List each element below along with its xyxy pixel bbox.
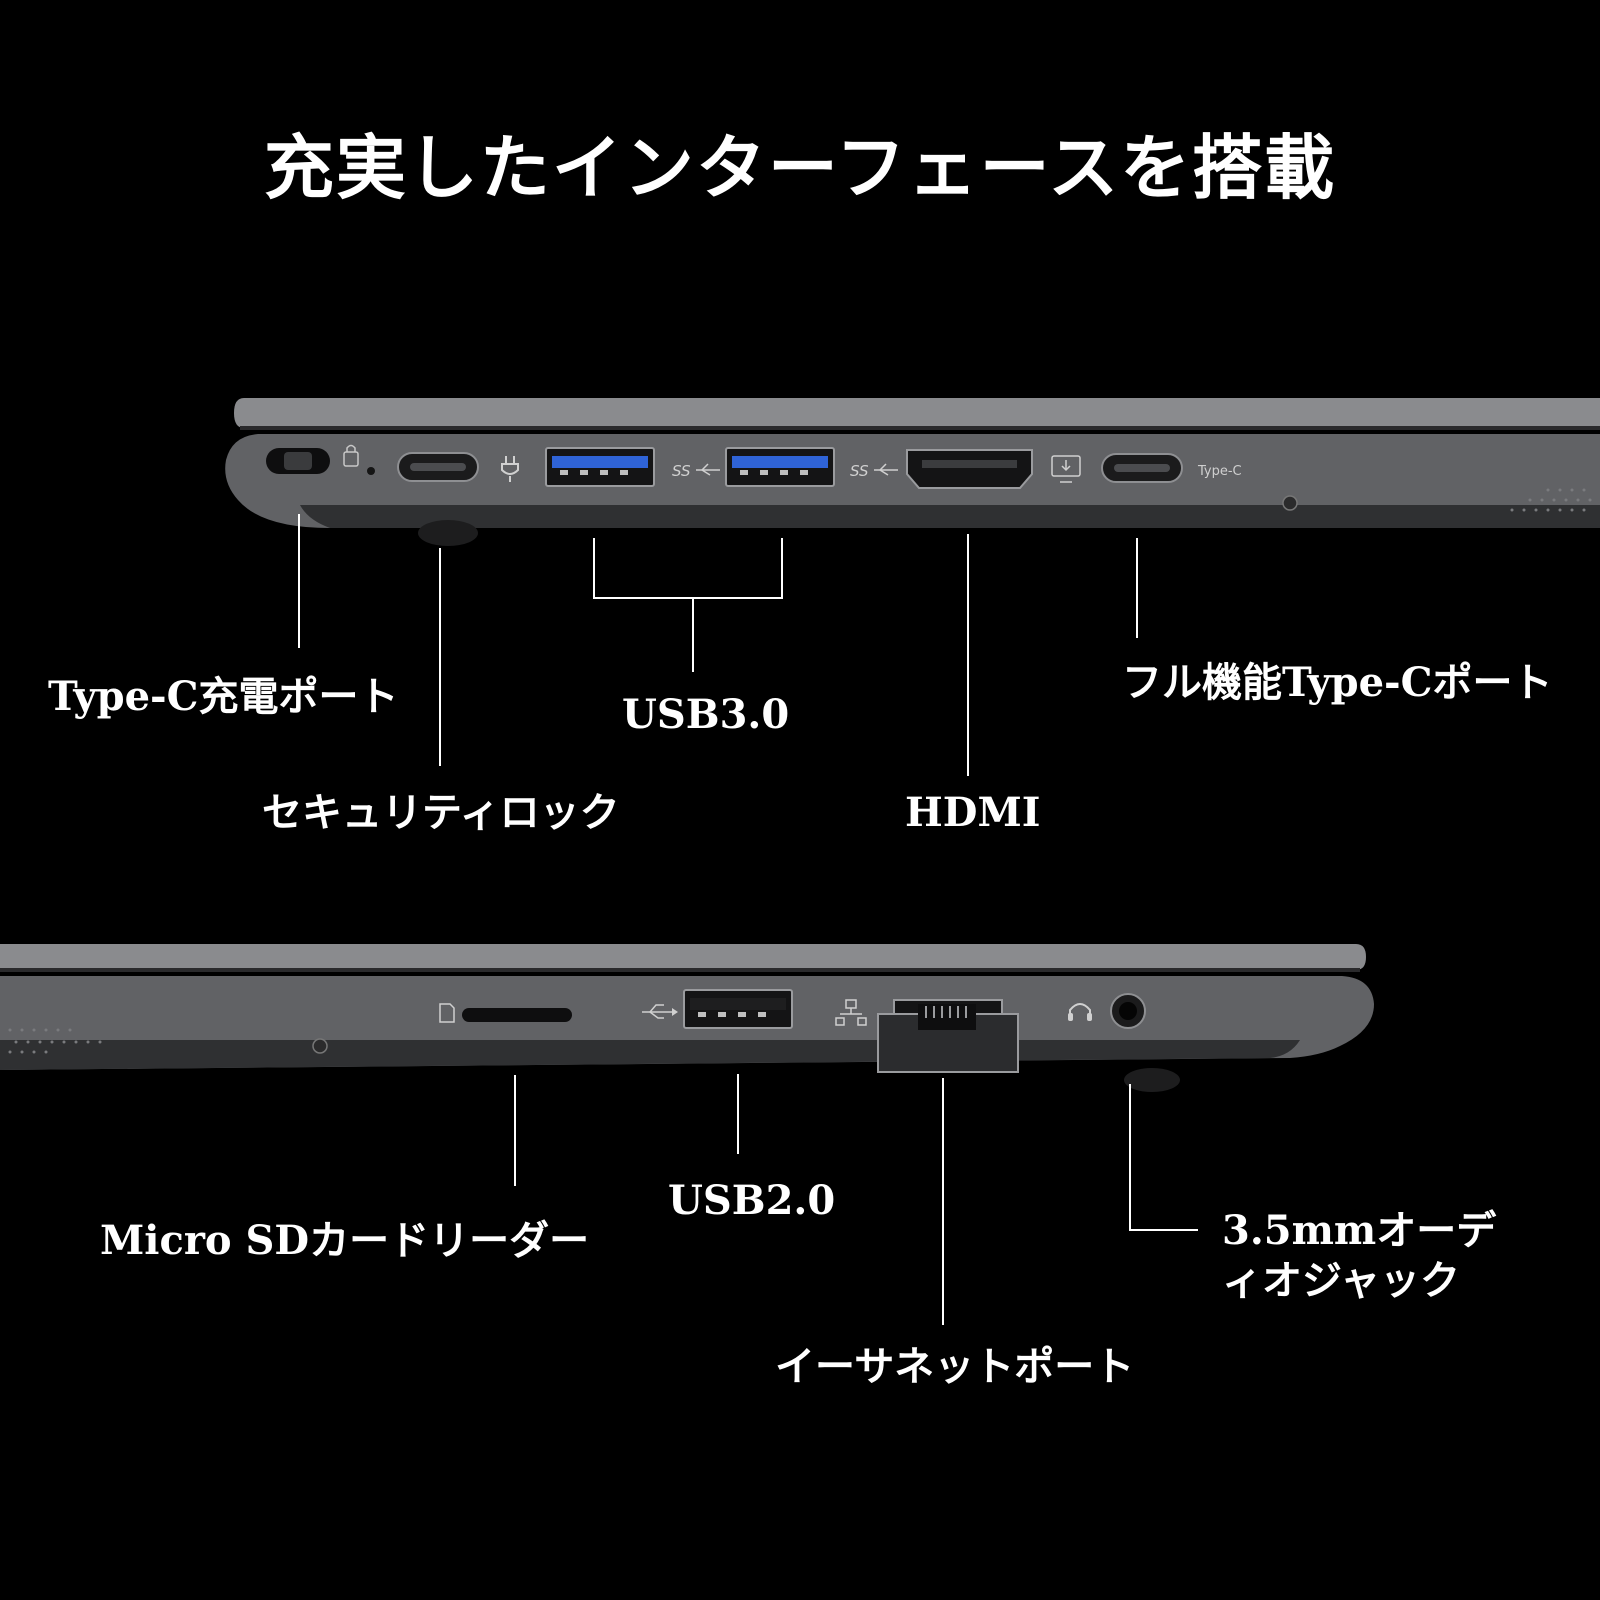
speaker-grille (1510, 488, 1592, 512)
top-leader-lines (298, 514, 1138, 776)
plug-icon (501, 456, 519, 482)
headphones-icon (1068, 1003, 1092, 1021)
lock-icon (343, 444, 359, 467)
label-audio-line-1: 3.5mmオーデ (1222, 1207, 1497, 1254)
usb30-port-2 (725, 447, 835, 487)
audio-jack (1110, 993, 1146, 1029)
type-c-charging-port (397, 452, 479, 482)
rubber-foot (418, 520, 478, 546)
hdmi-port (906, 449, 1033, 489)
type-c-engraving: Type-C (1197, 464, 1242, 479)
micro-sd-slot (462, 1008, 572, 1022)
display-icon (1051, 455, 1081, 483)
label-audio-jack: 3.5mmオーデ ィオジャック (1222, 1206, 1496, 1306)
label-security-lock: セキュリティロック (262, 790, 620, 836)
full-type-c-port (1101, 453, 1183, 483)
usb-symbol-icon (874, 463, 898, 476)
rubber-foot-2 (1124, 1068, 1180, 1092)
ss-mark-2: SS (850, 462, 869, 480)
label-usb20: USB2.0 (668, 1177, 836, 1224)
screw-2 (312, 1038, 328, 1054)
usb30-port-1 (545, 447, 655, 487)
usb-symbol-icon (696, 463, 720, 476)
ethernet-port (877, 999, 1019, 1073)
usb-symbol-icon-2 (642, 1004, 678, 1019)
speaker-grille-2 (8, 1028, 102, 1054)
label-type-c-charging: Type-C充電ポート (48, 673, 399, 720)
label-usb30: USB3.0 (622, 691, 790, 738)
indicator-led (367, 467, 375, 475)
sd-card-icon (439, 1003, 455, 1023)
screw (1282, 495, 1298, 511)
label-full-type-c: フル機能Type-Cポート (1122, 659, 1553, 706)
bottom-leader-lines (514, 1074, 1198, 1325)
page-title: 充実したインターフェースを搭載 (263, 127, 1337, 209)
bottom-laptop-lid (0, 944, 1366, 970)
ss-mark-1: SS (672, 462, 691, 480)
security-lock-slot (266, 448, 330, 474)
label-hdmi: HDMI (905, 789, 1041, 836)
usb20-port (683, 989, 793, 1029)
label-ethernet: イーサネットポート (775, 1344, 1135, 1390)
label-audio-line-2: ィオジャック (1222, 1257, 1460, 1304)
top-laptop-lid (234, 398, 1600, 428)
label-micro-sd: Micro SDカードリーダー (100, 1217, 590, 1264)
network-icon (835, 999, 867, 1026)
